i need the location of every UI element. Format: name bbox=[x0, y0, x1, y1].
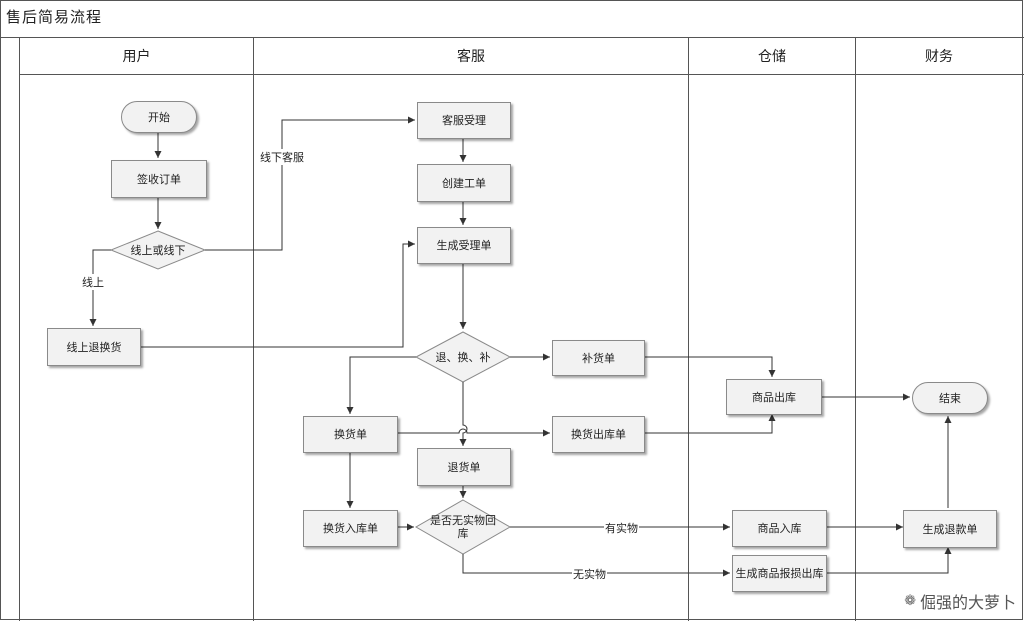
create-ticket-node: 创建工单 bbox=[417, 164, 511, 202]
watermark-text: 倔强的大萝卜 bbox=[919, 593, 1016, 612]
edge-online-return-to-accept bbox=[140, 240, 415, 348]
diagram-title: 售后简易流程 bbox=[6, 8, 103, 26]
supplement-order-node: 补货单 bbox=[552, 340, 645, 376]
wechat-icon: ❁ bbox=[904, 593, 916, 609]
lane-header-user: 用户 bbox=[122, 49, 151, 65]
edge-damage-refund bbox=[825, 547, 952, 574]
edge-exchange-exchangeout bbox=[396, 428, 550, 437]
edge-exchangeout-goodsout bbox=[643, 414, 776, 434]
lane-header-customer-service: 客服 bbox=[457, 49, 485, 65]
cs-accept-node: 客服受理 bbox=[417, 102, 511, 139]
damage-out-node: 生成商品报损出库 bbox=[732, 555, 827, 592]
online-return-node: 线上退换货 bbox=[47, 328, 141, 366]
edge-decision-exchange bbox=[346, 356, 416, 414]
watermark: ❁ 倔强的大萝卜 bbox=[904, 589, 1016, 613]
edge-label-offline-cs: 线下客服 bbox=[259, 149, 305, 165]
online-offline-decision: 线上或线下 bbox=[130, 243, 186, 257]
decision-online-offline-shape bbox=[109, 230, 207, 270]
exchange-out-order-node: 换货出库单 bbox=[552, 416, 645, 453]
lane-header-warehouse: 仓储 bbox=[758, 49, 786, 65]
edge-no-physical bbox=[462, 554, 730, 577]
refund-order-node: 生成退款单 bbox=[903, 510, 997, 548]
edge-supplement-goodsout bbox=[643, 356, 776, 377]
goods-in-node: 商品入库 bbox=[732, 510, 827, 547]
start-node: 开始 bbox=[121, 101, 197, 133]
edge-label-has-physical: 有实物 bbox=[604, 520, 639, 536]
edge-decision-return bbox=[459, 382, 468, 446]
edge-label-online: 线上 bbox=[81, 274, 105, 290]
exchange-order-node: 换货单 bbox=[303, 416, 398, 453]
exchange-in-order-node: 换货入库单 bbox=[303, 510, 398, 547]
gen-accept-order-node: 生成受理单 bbox=[417, 227, 511, 264]
return-order-node: 退货单 bbox=[417, 448, 511, 486]
goods-out-node: 商品出库 bbox=[726, 379, 822, 415]
edge-offline bbox=[205, 116, 415, 251]
physical-return-decision: 是否无实物回库 bbox=[430, 514, 496, 540]
edge-label-no-physical: 无实物 bbox=[572, 566, 607, 582]
end-node: 结束 bbox=[912, 382, 988, 414]
return-exchange-supplement-decision: 退、换、补 bbox=[435, 350, 491, 364]
lane-header-finance: 财务 bbox=[925, 49, 953, 65]
edge-online bbox=[89, 249, 111, 326]
sign-order-node: 签收订单 bbox=[111, 160, 207, 198]
